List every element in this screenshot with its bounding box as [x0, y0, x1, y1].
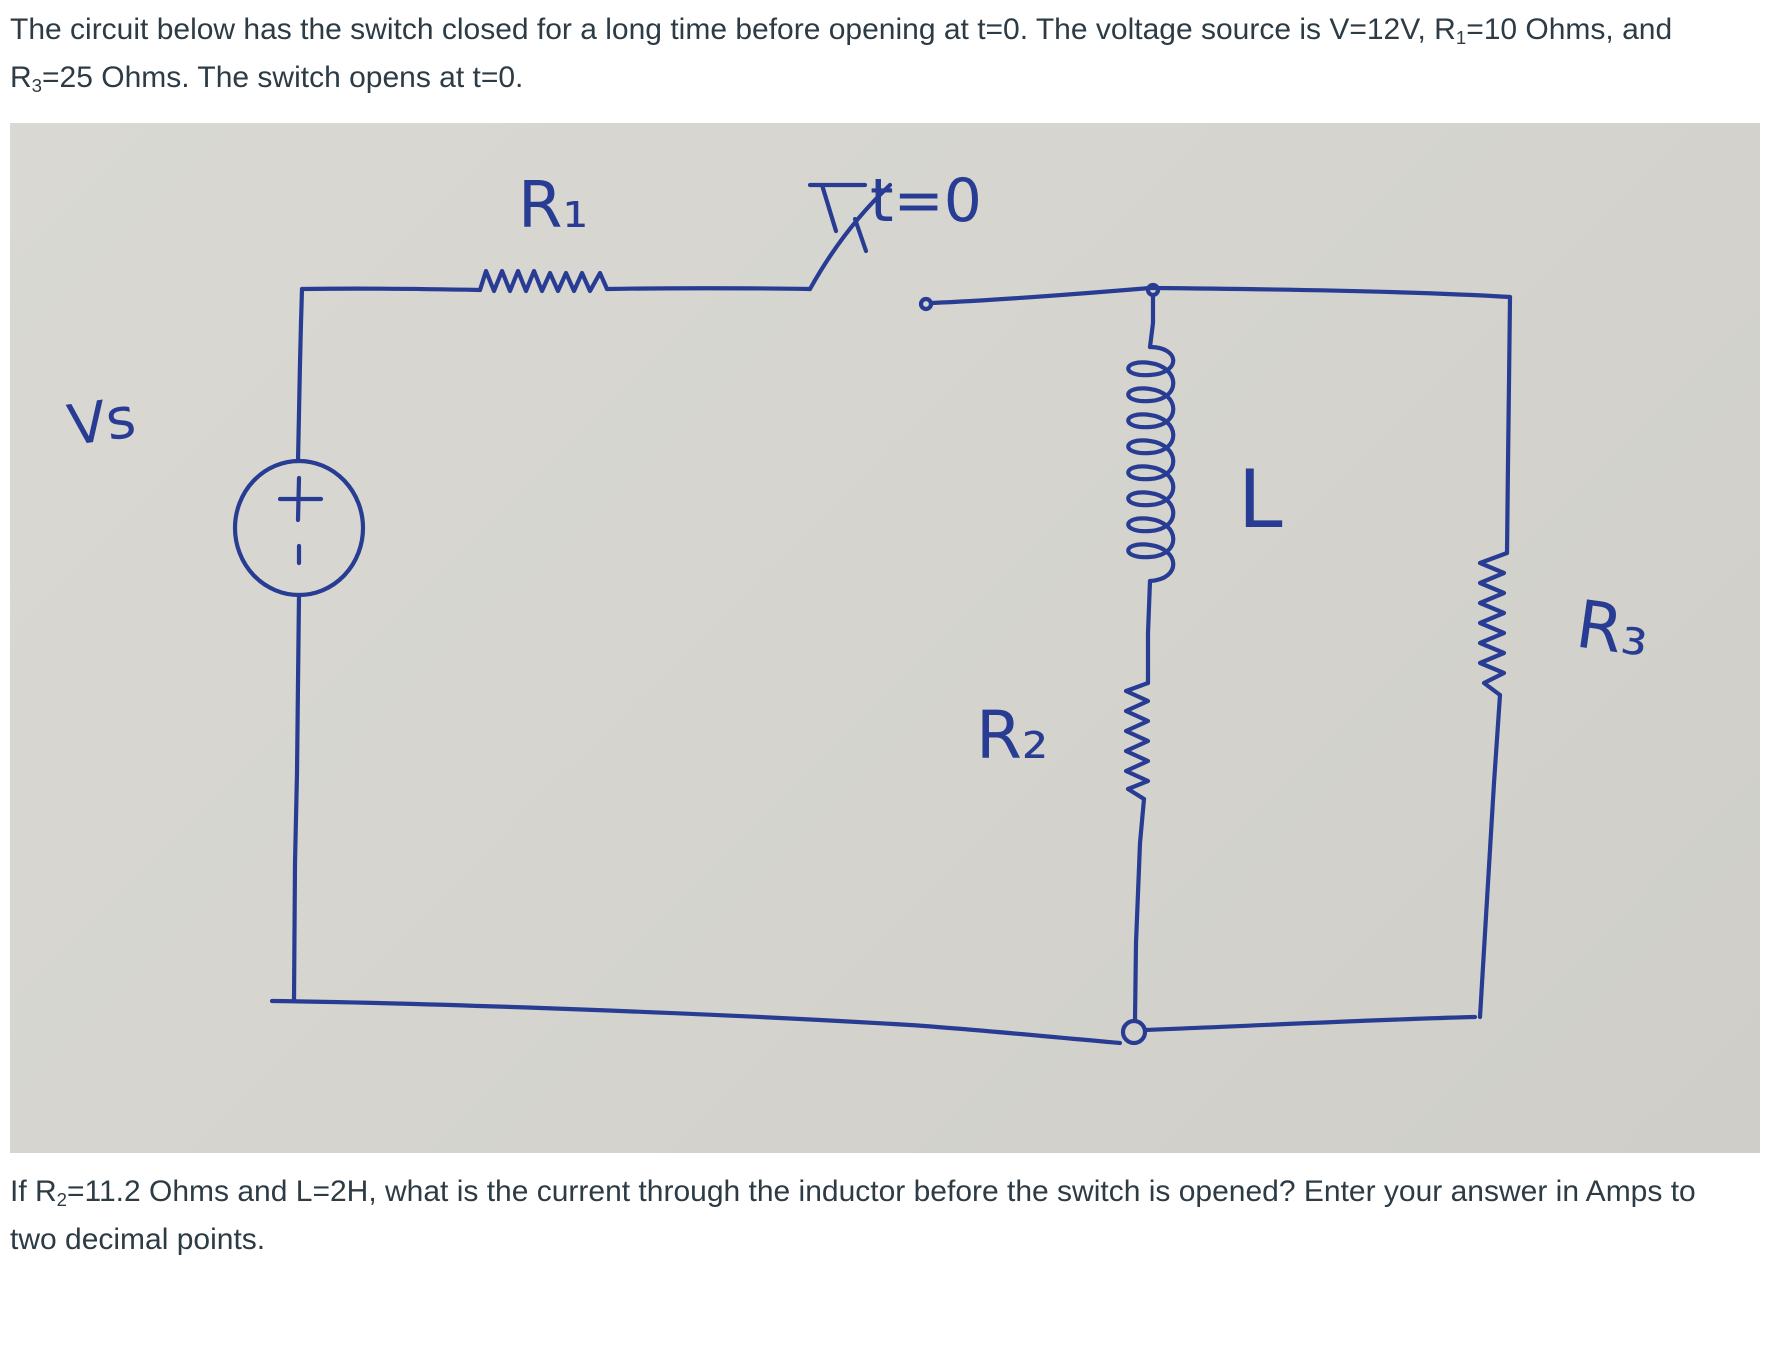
wire-inductor-to-r2	[1145, 578, 1153, 686]
wire-top-left	[299, 286, 483, 293]
question-text-2: =11.2 Ohms and L=2H, what is the current…	[10, 1175, 1696, 1256]
question-subscript-2: 2	[56, 1189, 68, 1211]
intro-text-2: =10 Ohms, and R	[10, 13, 1673, 94]
intro-text-3: =25 Ohms. The switch opens at t=0.	[42, 61, 524, 94]
circuit-photo: Vs + - R₁ t=0 L R₂ R₃	[10, 123, 1760, 1153]
resistor-r1-symbol	[477, 268, 610, 294]
question-text: If R2=11.2 Ohms and L=2H, what is the cu…	[10, 1168, 1750, 1264]
wire-r1-to-switch	[604, 286, 813, 292]
node-bottom	[1120, 1018, 1148, 1046]
inductor-label: L	[1238, 453, 1283, 546]
plus-sign-mark	[277, 475, 324, 523]
problem-statement: The circuit below has the switch closed …	[10, 6, 1750, 102]
resistor-r3-symbol	[1477, 550, 1510, 698]
switch-blade	[807, 182, 893, 292]
intro-text-1: The circuit below has the switch closed …	[10, 13, 1456, 46]
intro-subscript-1: 1	[1455, 27, 1467, 49]
wire-r2-to-node	[1132, 796, 1147, 1024]
switch-time-label: t=0	[870, 166, 982, 236]
r2-label: R₂	[976, 697, 1048, 774]
wire-bottom-right	[1142, 1014, 1478, 1033]
wire-bottom-left	[269, 998, 1123, 1046]
inductor-symbol	[1126, 344, 1176, 584]
wire-switch-to-node	[929, 285, 1153, 306]
wire-left-upper	[295, 286, 305, 464]
wire-node-to-inductor	[1147, 292, 1156, 350]
r1-label: R₁	[518, 169, 588, 243]
wire-top-right	[1147, 285, 1513, 300]
wire-left-lower	[291, 592, 302, 1004]
switch-arm-mark	[807, 182, 869, 254]
resistor-r2-symbol	[1123, 680, 1151, 802]
circuit-diagram: Vs + - R₁ t=0 L R₂ R₃	[64, 166, 1654, 1046]
wire-right-upper	[1504, 294, 1513, 556]
r3-label: R₃	[1572, 586, 1654, 672]
switch-contact	[918, 296, 934, 312]
intro-subscript-3: 3	[31, 75, 43, 97]
source-label: Vs	[64, 385, 140, 459]
wire-right-lower	[1477, 692, 1503, 1020]
question-text-1: If R	[10, 1175, 57, 1208]
